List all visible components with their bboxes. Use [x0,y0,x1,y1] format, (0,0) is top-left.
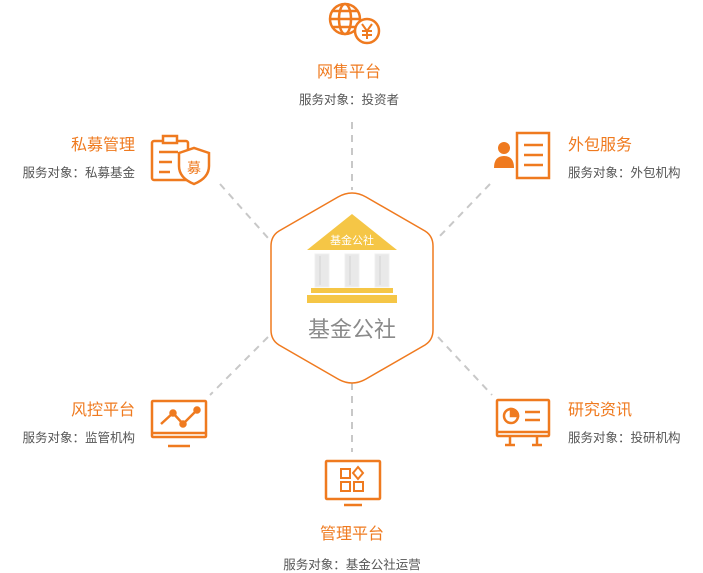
connector-lower-left [209,336,269,396]
node-bottom-title: 管理平台 [319,524,385,543]
connectors [209,122,493,452]
pie-chart-board-icon [495,398,551,447]
node-top-subtitle: 服务对象：投资者 [298,92,400,107]
node-bottom-subtitle: 服务对象：基金公社运营 [283,557,421,572]
node-top-title: 网售平台 [316,62,382,81]
hub-roof-label: 基金公社 [330,233,374,247]
hub-label: 基金公社 [307,318,397,343]
person-document-icon [494,131,551,180]
connector-upper-right [437,183,491,239]
monitor-apps-icon [324,459,382,507]
globe-yen-icon [328,2,381,45]
bank-building-icon [307,214,397,303]
node-lower-right-subtitle: 服务对象：投研机构 [568,430,681,445]
node-lower-right-title: 研究资讯 [568,400,633,419]
clipboard-shield-icon: 募 [150,134,211,186]
node-lower-left-subtitle: 服务对象：监管机构 [22,430,135,445]
connector-upper-left [219,183,269,239]
node-upper-left-title: 私募管理 [70,135,135,154]
monitor-line-chart-icon [150,399,208,448]
node-upper-left-subtitle: 服务对象：私募基金 [22,165,135,180]
node-lower-left-title: 风控平台 [70,400,135,419]
connector-lower-right [437,336,493,396]
svg-text:募: 募 [187,161,201,177]
node-upper-right-subtitle: 服务对象：外包机构 [568,165,681,180]
node-upper-right-title: 外包服务 [568,135,633,154]
